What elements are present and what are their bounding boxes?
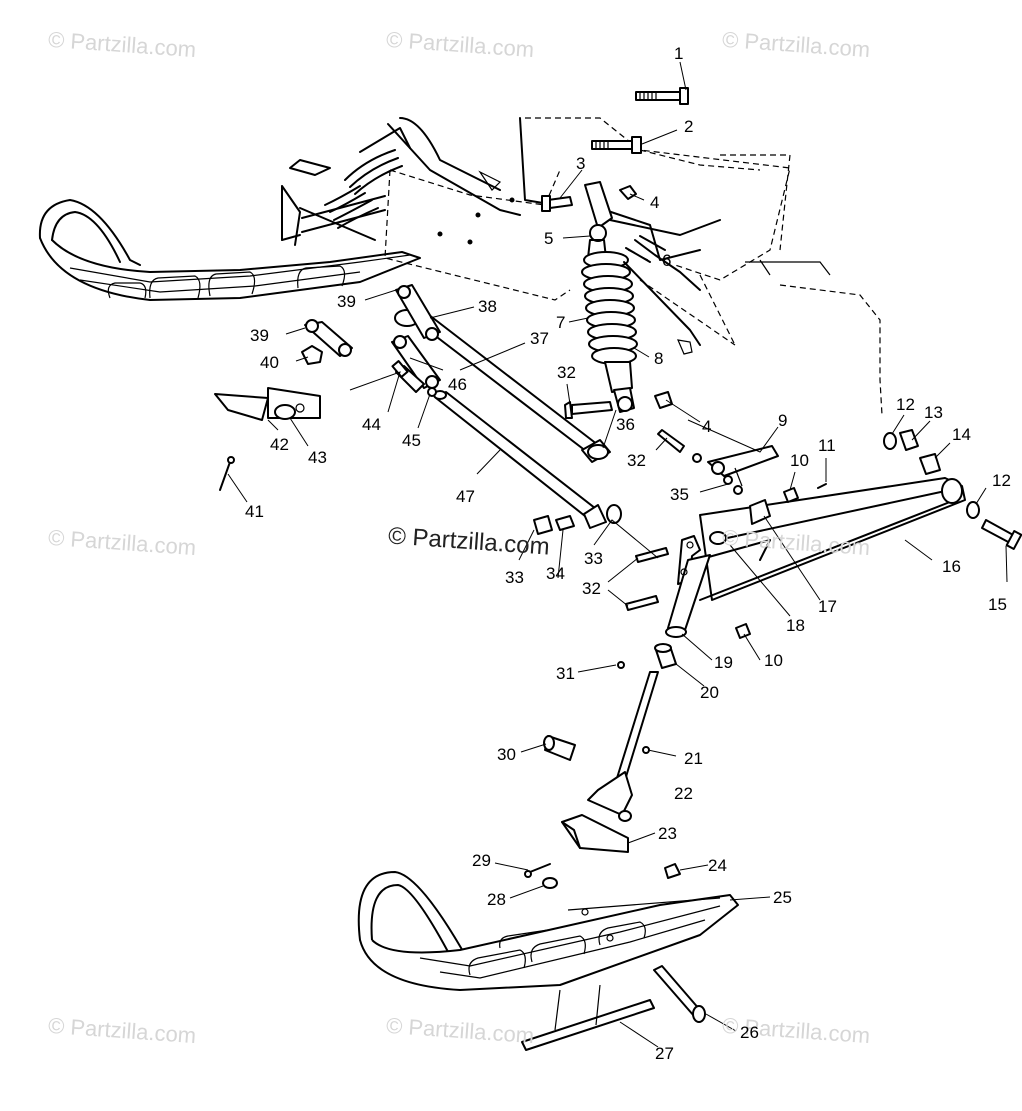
bushing-20: [654, 643, 677, 669]
callout-15: 15: [988, 595, 1007, 614]
bolt-29: [524, 863, 551, 878]
link-plate-39-upper: [395, 284, 441, 341]
callout-38: 38: [478, 297, 497, 316]
callout-37: 37: [530, 329, 549, 348]
bolt-32-mid: [657, 429, 685, 453]
frame-tunnel: [384, 117, 883, 416]
callout-6: 6: [662, 251, 672, 270]
bushing-30: [543, 735, 576, 761]
washer-31: [617, 661, 625, 669]
callout-10-upper: 10: [790, 451, 809, 470]
callout-16: 16: [942, 557, 961, 576]
nut-10-upper: [783, 487, 799, 503]
callout-46: 46: [448, 375, 467, 394]
ski-bracket-23: [561, 814, 629, 853]
bolt-3: [541, 195, 573, 212]
link-plate-46: [391, 335, 441, 389]
nut-40: [301, 345, 323, 365]
callout-43: 43: [308, 448, 327, 467]
callout-35: 35: [670, 485, 689, 504]
bolt-15: [981, 519, 1022, 550]
rear-ski-outline: [38, 199, 421, 301]
callout-17: 17: [818, 597, 837, 616]
washer-28: [542, 877, 558, 889]
rear-spring: [281, 117, 521, 246]
callout-33-right: 33: [584, 549, 603, 568]
bushing-18: [709, 531, 727, 545]
callout-2: 2: [684, 117, 694, 136]
callout-25: 25: [773, 888, 792, 907]
shock-absorber: [581, 181, 701, 413]
bolt-2: [591, 136, 642, 154]
callout-36: 36: [616, 415, 635, 434]
callout-3: 3: [576, 154, 586, 173]
callout-12-lower: 12: [992, 471, 1011, 490]
ski-25: [357, 871, 739, 991]
callout-10-lower: 10: [764, 651, 783, 670]
callout-27: 27: [655, 1044, 674, 1063]
callout-8: 8: [654, 349, 664, 368]
callout-30: 30: [497, 745, 516, 764]
spindle-housing: [665, 535, 711, 638]
callout-19: 19: [714, 653, 733, 672]
callout-14: 14: [952, 425, 971, 444]
spindle-22: [587, 671, 659, 822]
callout-44: 44: [362, 415, 381, 434]
callout-41: 41: [245, 502, 264, 521]
callout-21: 21: [684, 749, 703, 768]
callout-29: 29: [472, 851, 491, 870]
callout-47: 47: [456, 487, 475, 506]
callout-23: 23: [658, 824, 677, 843]
callout-24: 24: [708, 856, 727, 875]
callout-12-upper: 12: [896, 395, 915, 414]
callout-32-mid: 32: [627, 451, 646, 470]
nut-24: [664, 863, 681, 879]
bolts-32-spindle: [625, 547, 669, 611]
bracket-9: [707, 445, 779, 487]
callout-22: 22: [674, 784, 693, 803]
bolt-26: [653, 965, 706, 1023]
callout-32-upper: 32: [557, 363, 576, 382]
link-plate-39-lower: [304, 319, 353, 357]
callout-11: 11: [818, 436, 836, 455]
callout-9: 9: [778, 411, 788, 430]
callout-39-lower: 39: [250, 326, 269, 345]
bracket-42: [214, 387, 321, 421]
callout-4-lower: 4: [702, 417, 712, 436]
callout-7: 7: [556, 313, 566, 332]
nut-4-upper: [619, 185, 637, 200]
washers-12-13-14: [883, 429, 980, 519]
callout-31: 31: [556, 664, 575, 683]
wear-rod-27: [521, 984, 655, 1051]
callout-18: 18: [786, 616, 805, 635]
washer-33-right: [606, 504, 622, 524]
pin-41: [219, 456, 235, 491]
leader-lines: [227, 61, 1008, 1048]
nut-33-left: [533, 515, 553, 535]
callout-32-lower: 32: [582, 579, 601, 598]
bolt-32-lower: [564, 401, 613, 419]
callout-28: 28: [487, 890, 506, 909]
nut-10-lower: [735, 623, 751, 639]
callout-13: 13: [924, 403, 943, 422]
callout-34: 34: [546, 564, 565, 583]
callout-4: 4: [650, 193, 660, 212]
callout-33-left: 33: [505, 568, 524, 587]
callout-26: 26: [740, 1023, 759, 1042]
spacer-34: [555, 515, 575, 531]
callout-20: 20: [700, 683, 719, 702]
callout-1: 1: [674, 44, 684, 63]
bolt-1: [635, 87, 689, 105]
callout-5: 5: [544, 229, 554, 248]
bolt-44: [391, 360, 425, 393]
callout-39-upper: 39: [337, 292, 356, 311]
callout-42: 42: [270, 435, 289, 454]
nut-4-lower: [654, 391, 673, 409]
callout-45: 45: [402, 431, 421, 450]
callout-40: 40: [260, 353, 279, 372]
pin-11: [817, 483, 827, 489]
